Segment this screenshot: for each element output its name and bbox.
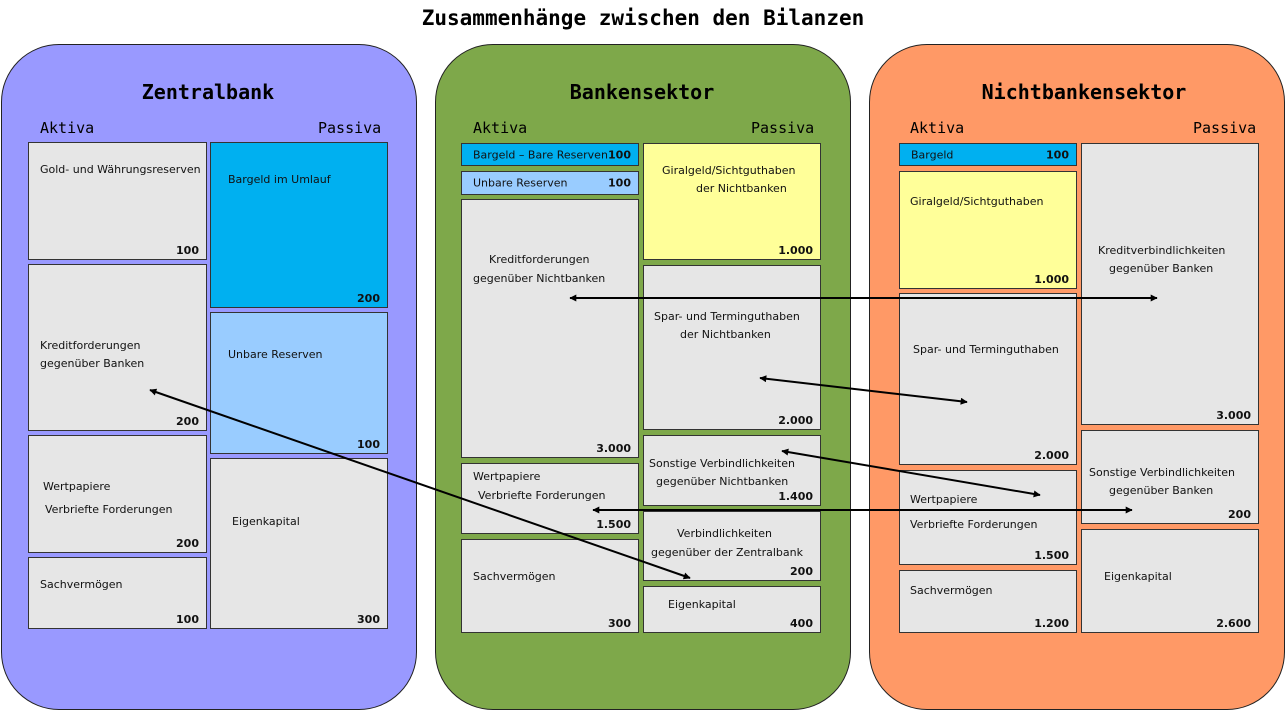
bs-spar-termin-label-2: der Nichtbanken xyxy=(680,328,771,341)
bankensektor-passiva-label: Passiva xyxy=(751,119,815,137)
bs-kredit-nichtbanken-label-1: Kreditforderungen xyxy=(489,253,590,266)
bs-eigenkapital-label: Eigenkapital xyxy=(668,598,736,611)
bs-bargeld-box: Bargeld – Bare Reserven 100 xyxy=(461,143,639,166)
nb-bargeld-box: Bargeld 100 xyxy=(899,143,1077,166)
nb-spar-termin-value: 2.000 xyxy=(1034,449,1069,462)
zb-wertpapiere-label-2: Verbriefte Forderungen xyxy=(45,503,173,516)
nb-bargeld-value: 100 xyxy=(1046,148,1069,161)
zb-gold-reserven-box: Gold- und Währungsreserven 100 xyxy=(28,142,207,260)
nb-giralgeld-box: Giralgeld/Sichtguthaben 1.000 xyxy=(899,171,1077,289)
nb-eigenkapital-box: Eigenkapital 2.600 xyxy=(1081,529,1259,633)
nb-sachvermoegen-value: 1.200 xyxy=(1034,617,1069,630)
zb-kredit-banken-label-1: Kreditforderungen xyxy=(40,339,141,352)
zb-gold-reserven-value: 100 xyxy=(176,244,199,257)
zb-eigenkapital-value: 300 xyxy=(357,613,380,626)
arrow-sonstige-verb-wertpapiere xyxy=(781,448,1041,498)
arrow-kredit-zb-banken xyxy=(149,388,691,580)
nb-sonstige-verb-label-2: gegenüber Banken xyxy=(1109,484,1214,497)
zb-sachvermoegen-value: 100 xyxy=(176,613,199,626)
zb-bargeld-umlauf-box: Bargeld im Umlauf 200 xyxy=(210,142,388,308)
nb-kreditverb-label-2: gegenüber Banken xyxy=(1109,262,1214,275)
arrow-spar-termin xyxy=(759,375,968,405)
zb-wertpapiere-label-1: Wertpapiere xyxy=(43,480,111,493)
zentralbank-aktiva-label: Aktiva xyxy=(40,119,95,137)
nb-kreditverb-value: 3.000 xyxy=(1216,409,1251,422)
bs-spar-termin-value: 2.000 xyxy=(778,414,813,427)
bs-spar-termin-label-1: Spar- und Terminguthaben xyxy=(654,310,800,323)
bs-giralgeld-box: Giralgeld/Sichtguthaben der Nichtbanken … xyxy=(643,143,821,260)
zentralbank-passiva-label: Passiva xyxy=(318,119,382,137)
nichtbankensektor-title: Nichtbankensektor xyxy=(981,80,1187,104)
nb-wertpapiere-value: 1.500 xyxy=(1034,549,1069,562)
nb-eigenkapital-label: Eigenkapital xyxy=(1104,570,1172,583)
nb-sachvermoegen-label: Sachvermögen xyxy=(910,584,993,597)
nb-spar-termin-label: Spar- und Terminguthaben xyxy=(913,343,1059,356)
bs-verb-zentralbank-value: 200 xyxy=(790,565,813,578)
bankensektor-aktiva-label: Aktiva xyxy=(473,119,528,137)
bs-eigenkapital-value: 400 xyxy=(790,617,813,630)
nb-kreditverb-box: Kreditverbindlichkeiten gegenüber Banken… xyxy=(1081,143,1259,425)
zb-gold-reserven-label: Gold- und Währungsreserven xyxy=(40,163,201,176)
bs-unbare-reserven-value: 100 xyxy=(608,176,631,190)
bs-bargeld-value: 100 xyxy=(608,148,631,161)
bs-eigenkapital-box: Eigenkapital 400 xyxy=(643,586,821,633)
nb-giralgeld-label: Giralgeld/Sichtguthaben xyxy=(910,195,1044,208)
bs-bargeld-label: Bargeld – Bare Reserven xyxy=(473,148,608,161)
nb-giralgeld-value: 1.000 xyxy=(1034,273,1069,286)
nb-kreditverb-label-1: Kreditverbindlichkeiten xyxy=(1098,244,1226,257)
bs-giralgeld-label-1: Giralgeld/Sichtguthaben xyxy=(662,164,796,177)
bs-giralgeld-value: 1.000 xyxy=(778,244,813,257)
zb-unbare-reserven-label: Unbare Reserven xyxy=(228,348,323,361)
bankensektor-title: Bankensektor xyxy=(569,80,715,104)
zb-kredit-banken-label-2: gegenüber Banken xyxy=(40,357,145,370)
nb-sonstige-verb-value: 200 xyxy=(1228,508,1251,521)
zb-sachvermoegen-label: Sachvermögen xyxy=(40,578,123,591)
nb-sonstige-verb-label-1: Sonstige Verbindlichkeiten xyxy=(1089,466,1235,479)
zb-bargeld-umlauf-value: 200 xyxy=(357,292,380,305)
zb-bargeld-umlauf-label: Bargeld im Umlauf xyxy=(228,173,331,186)
nb-bargeld-label: Bargeld xyxy=(911,148,954,161)
nb-sachvermoegen-box: Sachvermögen 1.200 xyxy=(899,570,1077,633)
bs-unbare-reserven-label: Unbare Reserven xyxy=(473,176,568,190)
bs-kredit-nichtbanken-label-2: gegenüber Nichtbanken xyxy=(473,272,606,285)
nichtbankensektor-passiva-label: Passiva xyxy=(1193,119,1257,137)
bs-giralgeld-label-2: der Nichtbanken xyxy=(696,182,787,195)
diagram-title: Zusammenhänge zwischen den Bilanzen xyxy=(421,6,865,30)
nb-wertpapiere-label-2: Verbriefte Forderungen xyxy=(910,518,1038,531)
bs-sachvermoegen-value: 300 xyxy=(608,617,631,630)
bs-verb-zentralbank-label-1: Verbindlichkeiten xyxy=(677,527,772,540)
nichtbankensektor-aktiva-label: Aktiva xyxy=(910,119,965,137)
nb-eigenkapital-value: 2.600 xyxy=(1216,617,1251,630)
bs-unbare-reserven-box: Unbare Reserven 100 xyxy=(461,171,639,195)
zentralbank-title: Zentralbank xyxy=(141,80,275,104)
